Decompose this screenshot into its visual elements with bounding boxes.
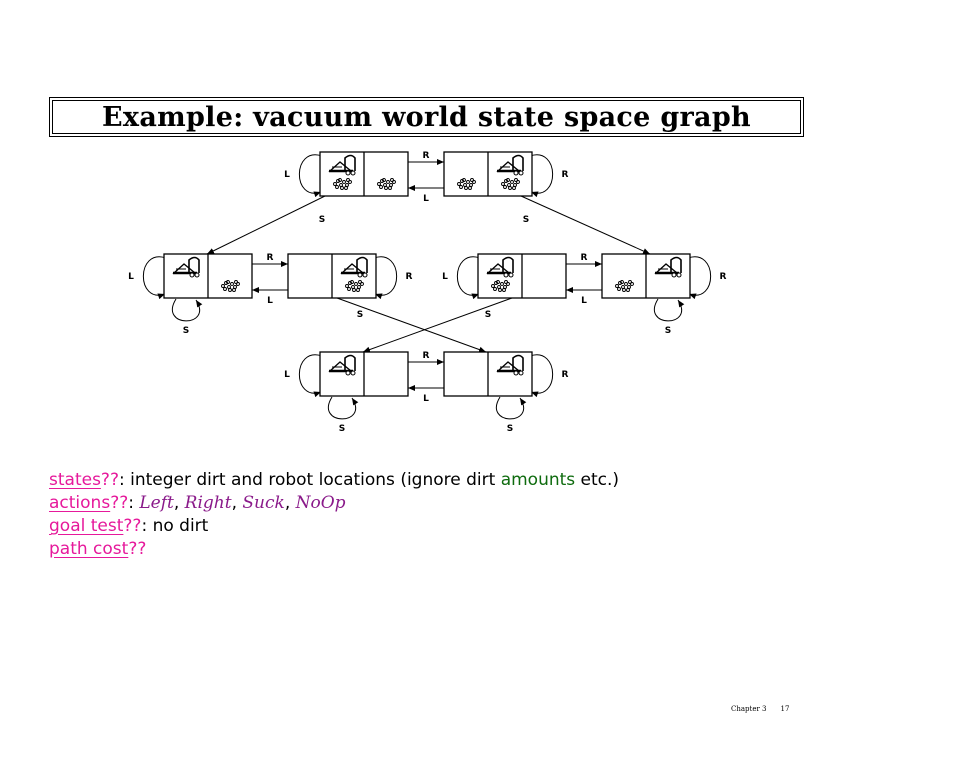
slide-title-box: Example: vacuum world state space graph xyxy=(49,97,804,137)
label-suck-s5-s7: S xyxy=(485,310,491,320)
vacuum-icon xyxy=(328,154,356,176)
qq-states: ?? xyxy=(100,470,119,490)
label-loop-right-s8: R xyxy=(562,370,569,380)
footer-page: 17 xyxy=(780,705,790,713)
vacuum-icon xyxy=(172,256,200,278)
bullet-goal-test: goal test??: no dirt xyxy=(49,515,619,538)
qq-path: ?? xyxy=(128,539,147,559)
label-suck-loop-s7: S xyxy=(339,424,345,434)
bullet-states: states??: integer dirt and robot locatio… xyxy=(49,469,619,492)
dirt-icon xyxy=(377,178,396,190)
action-noop: NoOp xyxy=(295,493,346,513)
vacuum-icon xyxy=(328,354,356,376)
vacuum-icon xyxy=(340,256,368,278)
bullet-actions: actions??: Left, Right, Suck, NoOp xyxy=(49,493,346,513)
dirt-icon xyxy=(457,178,476,190)
loop-suck-s6 xyxy=(653,298,685,322)
problem-formulation: states??: integer dirt and robot locatio… xyxy=(49,469,619,561)
label-suck-loop-s3: S xyxy=(183,326,189,336)
loop-right-s4 xyxy=(373,256,397,300)
action-right: Right xyxy=(184,493,232,513)
dirt-icon xyxy=(221,280,240,292)
term-actions[interactable]: actions xyxy=(49,493,111,513)
loop-right-s8 xyxy=(529,354,553,398)
label-right-bottom: R xyxy=(423,351,430,361)
label-loop-left-s5: L xyxy=(442,272,448,282)
text-states-tail: etc.) xyxy=(575,470,620,490)
label-left-midleft: L xyxy=(267,296,273,306)
label-left-top: L xyxy=(423,194,429,204)
footer-chapter: Chapter 3 xyxy=(731,705,767,713)
label-suck-s4-s8: S xyxy=(357,310,363,320)
vacuum-icon xyxy=(486,256,514,278)
term-states[interactable]: states xyxy=(49,470,101,490)
slide-footer: Chapter 3 17 xyxy=(731,705,789,713)
dirt-icon xyxy=(345,280,364,292)
state-s2 xyxy=(443,151,533,197)
action-left: Left xyxy=(139,493,174,513)
dirt-icon xyxy=(491,280,510,292)
dirt-icon xyxy=(333,178,352,190)
label-loop-right-s4: R xyxy=(406,272,413,282)
dirt-icon xyxy=(501,178,520,190)
state-space-graph: R L R L R L R L L R L R L R L R S S S S S S S S xyxy=(128,151,727,434)
state-s7 xyxy=(319,351,409,397)
loop-right-s2 xyxy=(529,154,553,198)
qq-goal: ?? xyxy=(123,516,142,536)
edge-suck-s1-s3 xyxy=(206,195,326,255)
loop-left-s1 xyxy=(299,154,323,198)
action-suck: Suck xyxy=(242,493,285,513)
label-suck-loop-s6: S xyxy=(665,326,671,336)
qq-actions: ?? xyxy=(110,493,129,513)
label-loop-right-s2: R xyxy=(562,170,569,180)
text-goal: : no dirt xyxy=(141,516,209,536)
slide-title: Example: vacuum world state space graph xyxy=(102,101,751,133)
term-goal-test[interactable]: goal test xyxy=(49,516,124,536)
dirt-icon xyxy=(615,280,634,292)
word-amounts: amounts xyxy=(500,470,576,490)
label-suck-loop-s8: S xyxy=(507,424,513,434)
loop-left-s3 xyxy=(143,256,167,300)
loop-left-s7 xyxy=(299,354,323,398)
state-s6 xyxy=(601,253,691,299)
edge-suck-s5-s7 xyxy=(362,297,513,353)
vacuum-icon xyxy=(654,256,682,278)
loop-left-s5 xyxy=(457,256,481,300)
loop-right-s6 xyxy=(687,256,711,300)
label-loop-left-s1: L xyxy=(284,170,290,180)
label-suck-s2-s6: S xyxy=(523,215,529,225)
state-s8 xyxy=(443,351,533,397)
state-s5 xyxy=(477,253,567,299)
vacuum-icon xyxy=(496,154,524,176)
edge-suck-s2-s6 xyxy=(520,195,651,255)
state-s1 xyxy=(319,151,409,197)
vacuum-icon xyxy=(496,354,524,376)
edge-suck-s4-s8 xyxy=(336,297,487,353)
state-s3 xyxy=(163,253,253,299)
label-left-midright: L xyxy=(581,296,587,306)
label-right-top: R xyxy=(423,151,430,161)
label-loop-right-s6: R xyxy=(720,272,727,282)
sep-actions: : xyxy=(128,493,140,513)
bullet-path-cost: path cost?? xyxy=(49,538,619,561)
loop-suck-s8 xyxy=(495,396,527,420)
label-loop-left-s7: L xyxy=(284,370,290,380)
label-suck-s1-s3: S xyxy=(319,215,325,225)
label-loop-left-s3: L xyxy=(128,272,134,282)
label-right-midright: R xyxy=(581,253,588,263)
label-left-bottom: L xyxy=(423,394,429,404)
state-s4 xyxy=(287,253,377,299)
label-right-midleft: R xyxy=(267,253,274,263)
text-states: : integer dirt and robot locations (igno… xyxy=(118,470,501,490)
loop-suck-s7 xyxy=(327,396,359,420)
loop-suck-s3 xyxy=(171,298,203,322)
term-path-cost[interactable]: path cost xyxy=(49,539,129,559)
